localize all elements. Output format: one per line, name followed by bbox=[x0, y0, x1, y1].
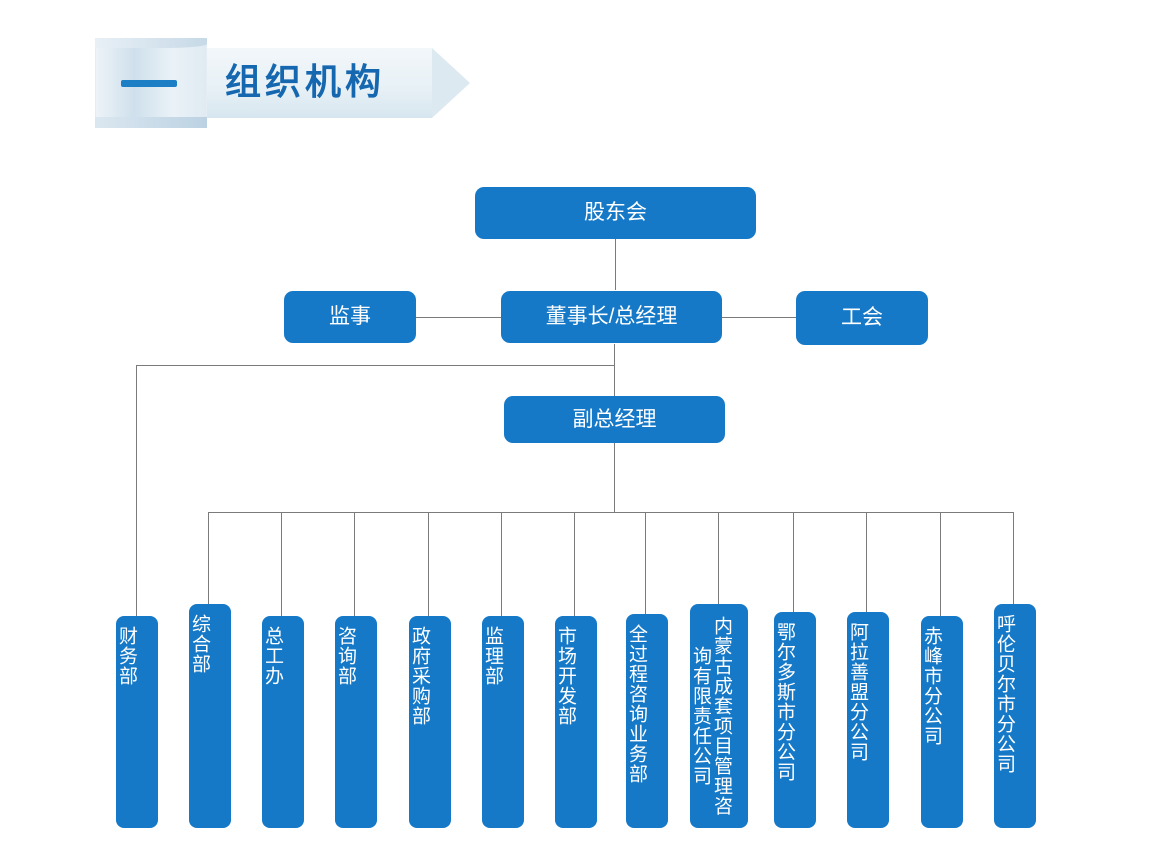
dash-icon bbox=[121, 80, 177, 87]
page-title: 组织机构 bbox=[225, 62, 386, 103]
node-department-label: 阿拉善盟分公司 bbox=[847, 622, 868, 762]
connector-dept-9 bbox=[793, 512, 794, 616]
node-department-label: 总工办 bbox=[262, 626, 283, 686]
ribbon-left-fold bbox=[95, 38, 207, 128]
connector-dept-1 bbox=[208, 512, 209, 616]
node-department-whole-process-consulting[interactable]: 全过程咨询业务部 bbox=[626, 614, 668, 828]
connector-dept-10 bbox=[866, 512, 867, 616]
node-department-label: 财务部 bbox=[116, 626, 137, 686]
node-department-label: 内蒙古成套项目管理咨询有限责任公司 bbox=[690, 616, 732, 816]
ribbon-tail bbox=[432, 48, 470, 118]
node-deputy-gm[interactable]: 副总经理 bbox=[504, 396, 725, 443]
connector-dept-4 bbox=[428, 512, 429, 616]
node-union[interactable]: 工会 bbox=[796, 291, 928, 345]
connector-chairman-to-finance-h bbox=[136, 365, 615, 366]
connector-chairman-union bbox=[722, 317, 796, 318]
node-chairman-label: 董事长/总经理 bbox=[545, 305, 678, 328]
connector-finance-v bbox=[136, 365, 137, 616]
connector-dept-2 bbox=[281, 512, 282, 616]
node-department-label: 市场开发部 bbox=[555, 626, 576, 726]
node-branch-hulunbuir[interactable]: 呼伦贝尔市分公司 bbox=[994, 604, 1036, 828]
node-shareholders-label: 股东会 bbox=[584, 201, 647, 224]
node-department-label: 咨询部 bbox=[335, 626, 356, 686]
node-department-label: 呼伦贝尔市分公司 bbox=[994, 614, 1015, 774]
node-department-market-development[interactable]: 市场开发部 bbox=[555, 616, 597, 828]
connector-shareholders-chairman bbox=[615, 239, 616, 290]
node-branch-alxa[interactable]: 阿拉善盟分公司 bbox=[847, 612, 889, 828]
node-department-label: 全过程咨询业务部 bbox=[626, 624, 647, 784]
node-supervisor[interactable]: 监事 bbox=[284, 291, 416, 343]
connector-dept-6 bbox=[574, 512, 575, 616]
node-branch-ordos[interactable]: 鄂尔多斯市分公司 bbox=[774, 612, 816, 828]
node-department-finance[interactable]: 财务部 bbox=[116, 616, 158, 828]
node-department-label: 综合部 bbox=[189, 614, 210, 674]
node-department-chief-engineer-office[interactable]: 总工办 bbox=[262, 616, 304, 828]
connector-supervisor-chairman bbox=[416, 317, 502, 318]
node-deputy-gm-label: 副总经理 bbox=[572, 407, 657, 431]
connector-deputy-drop bbox=[614, 443, 615, 513]
node-supervisor-label: 监事 bbox=[329, 305, 371, 328]
node-department-label: 政府采购部 bbox=[409, 626, 430, 726]
node-department-label: 监理部 bbox=[482, 626, 503, 686]
connector-dept-3 bbox=[354, 512, 355, 616]
node-union-label: 工会 bbox=[841, 306, 883, 329]
connector-chairman-deputy bbox=[614, 344, 615, 396]
connector-dept-7 bbox=[645, 512, 646, 616]
node-department-consulting[interactable]: 咨询部 bbox=[335, 616, 377, 828]
node-department-government-procurement[interactable]: 政府采购部 bbox=[409, 616, 451, 828]
node-department-supervision[interactable]: 监理部 bbox=[482, 616, 524, 828]
ribbon-body bbox=[207, 48, 432, 118]
connector-dept-8 bbox=[718, 512, 719, 616]
connector-dept-11 bbox=[940, 512, 941, 616]
node-department-general-affairs[interactable]: 综合部 bbox=[189, 604, 231, 828]
node-branch-chifeng[interactable]: 赤峰市分公司 bbox=[921, 616, 963, 828]
node-department-label: 鄂尔多斯市分公司 bbox=[774, 622, 795, 782]
connector-chairman-drop bbox=[614, 344, 615, 366]
node-subsidiary-inner-mongolia-chengtao[interactable]: 内蒙古成套项目管理咨询有限责任公司 bbox=[690, 604, 748, 828]
node-chairman[interactable]: 董事长/总经理 bbox=[501, 291, 722, 343]
connector-dept-5 bbox=[501, 512, 502, 616]
connector-dept-12 bbox=[1013, 512, 1014, 616]
node-shareholders[interactable]: 股东会 bbox=[475, 187, 756, 239]
connector-department-bus bbox=[208, 512, 1014, 513]
node-department-label: 赤峰市分公司 bbox=[921, 626, 942, 746]
header-banner: 组织机构 bbox=[95, 38, 480, 128]
